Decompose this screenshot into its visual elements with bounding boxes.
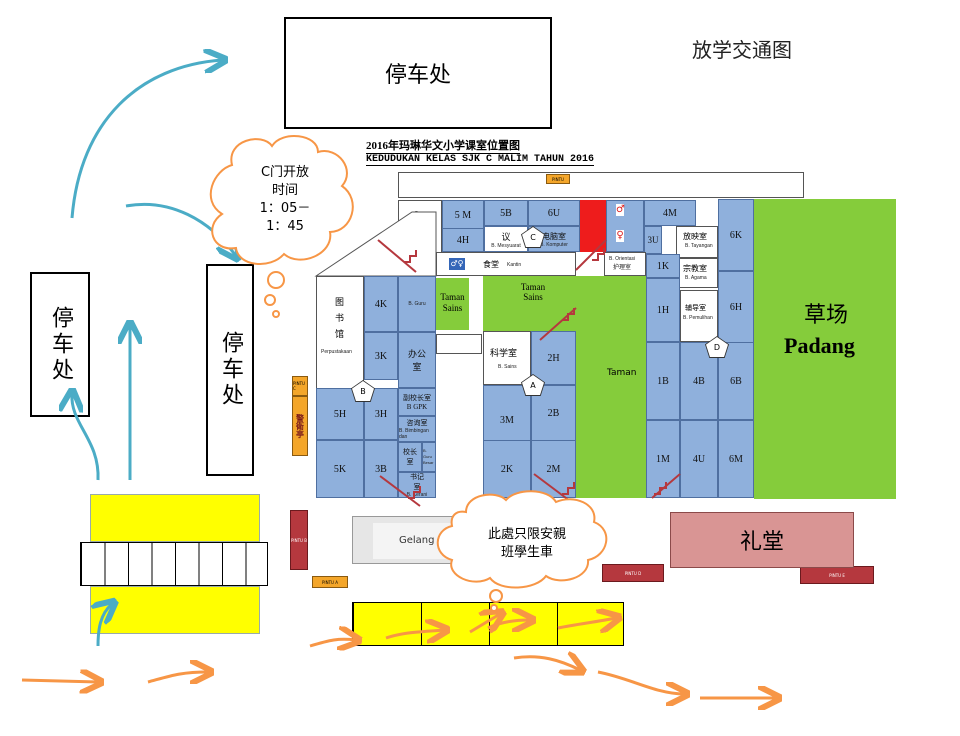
room-guru: B. Guru: [398, 276, 436, 332]
science-room: 科学室 B. Sains: [483, 331, 531, 385]
taman-sains-left-label: Taman Sains: [440, 292, 465, 313]
room-2H: 2H: [531, 331, 576, 385]
cloud-gate-shape: [209, 134, 354, 266]
plan-title-cn: 2016年玛琳华文小学课室位置图: [366, 137, 520, 154]
cloud-parent-line2: 班學生車: [500, 545, 553, 560]
taman-sains-left: Taman Sains: [436, 278, 469, 330]
canteen: 食堂 Kantin ♂♀: [436, 252, 576, 276]
vp-room: 副校长室 B GPK: [398, 388, 436, 416]
room-4M: 4M: [644, 200, 696, 226]
parking-top: 停车处: [284, 17, 552, 129]
room-av: 放映室 B. Tayangan: [676, 226, 718, 258]
cloud-gate-line3: 1：05－: [259, 201, 311, 216]
gelanggang-label: Gelang: [399, 535, 435, 546]
room-1B: 1B: [646, 342, 680, 420]
pentagon-b: B: [352, 381, 374, 401]
guard-house: 警衛亭: [292, 396, 308, 456]
room-1H: 1H: [646, 278, 680, 342]
cloud-gate-line4: 1：45: [266, 219, 304, 234]
passage: [436, 334, 482, 354]
yellow-zone-top: [90, 494, 260, 542]
taman-label: Taman: [607, 368, 637, 378]
hall-label: 礼堂: [739, 530, 784, 555]
guru-besar: B. Guru Besar: [422, 442, 436, 472]
room-4H: 4H: [442, 228, 484, 252]
clerk-room: 书记 室 B. Kerani: [398, 472, 436, 498]
room-3B: 3B: [364, 440, 398, 498]
top-corridor: [398, 172, 804, 198]
cloud-gate-text: C门开放 时间 1：05－ 1：45: [230, 164, 340, 236]
parking-left-1: 停车处: [30, 272, 90, 417]
map-title: 放学交通图: [692, 38, 792, 62]
room-5H: 5H: [316, 388, 364, 440]
pentagon-a: A: [522, 375, 544, 395]
room-5K: 5K: [316, 440, 364, 498]
field-cn: 草场: [804, 303, 849, 328]
room-4U: 4U: [680, 420, 718, 498]
health-room: B. Orientasi 护理室: [604, 252, 646, 276]
room-4K: 4K: [364, 276, 398, 332]
room-meeting: 议 B. Mesyuarat: [484, 226, 528, 252]
pintu-a: PINTU A: [312, 576, 348, 588]
room-3K: 3K: [364, 332, 398, 380]
plan-title-my: KEDUDUKAN KELAS SJK C MALIM TAHUN 2016: [366, 154, 595, 166]
library: 图 书 馆 Perpustakaan: [316, 276, 364, 400]
room-religion: 宗教室 B. Agama: [676, 258, 718, 288]
pintu-d: PINTU D: [602, 564, 664, 582]
toilet-icon-2: ♀: [616, 230, 624, 242]
pintu-c: PINTU C: [292, 376, 308, 396]
room-5M: 5 M: [442, 200, 484, 230]
room-6U: 6U: [528, 200, 580, 226]
cloud-parent-line1: 此處只限安親: [487, 527, 566, 542]
room-2K: 2K: [483, 440, 531, 498]
room-5B: 5B: [484, 200, 528, 226]
hall: 礼堂: [670, 512, 854, 568]
toilet-icon-1: ♂: [616, 204, 625, 216]
head-room: 校长 室: [398, 442, 422, 472]
taman-sains-mid-label: Taman Sains: [520, 282, 546, 302]
parking-top-label: 停车处: [384, 63, 451, 88]
field-en: Padang: [784, 333, 855, 358]
cloud-gate-line1: C门开放: [260, 165, 310, 180]
parking-left-1-label: 停车处: [48, 305, 73, 384]
cloud-gate-line2: 时间: [271, 183, 298, 198]
parking-left-2-label: 停车处: [218, 331, 243, 409]
field: 草场 Padang: [754, 199, 896, 499]
pintu-top: PINTU: [546, 174, 570, 184]
toilet-icon-3: ♂♀: [449, 258, 465, 270]
room-1M: 1M: [646, 420, 680, 498]
parking-left-2: 停车处: [206, 264, 254, 476]
room-1K: 1K: [646, 254, 680, 278]
counsel-room: 咨询室 B. Bimbingan dan: [398, 416, 436, 442]
room-remedial: 辅导室 B. Pemulihan: [680, 290, 718, 342]
cloud-parent-text: 此處只限安親 班學生車: [462, 526, 592, 562]
cloud-parent-shape: [436, 490, 608, 589]
room-3U: 3U: [644, 226, 662, 254]
pentagon-c: C: [522, 227, 544, 247]
office: 办公 室: [398, 332, 436, 388]
pintu-b: PINTU B: [290, 510, 308, 570]
crosswalk: [80, 542, 268, 586]
room-6K: 6K: [718, 199, 754, 271]
pentagon-d: D: [706, 337, 728, 357]
toilet-block: [606, 200, 644, 252]
room-6M: 6M: [718, 420, 754, 498]
taman-center: Taman: [575, 276, 647, 498]
